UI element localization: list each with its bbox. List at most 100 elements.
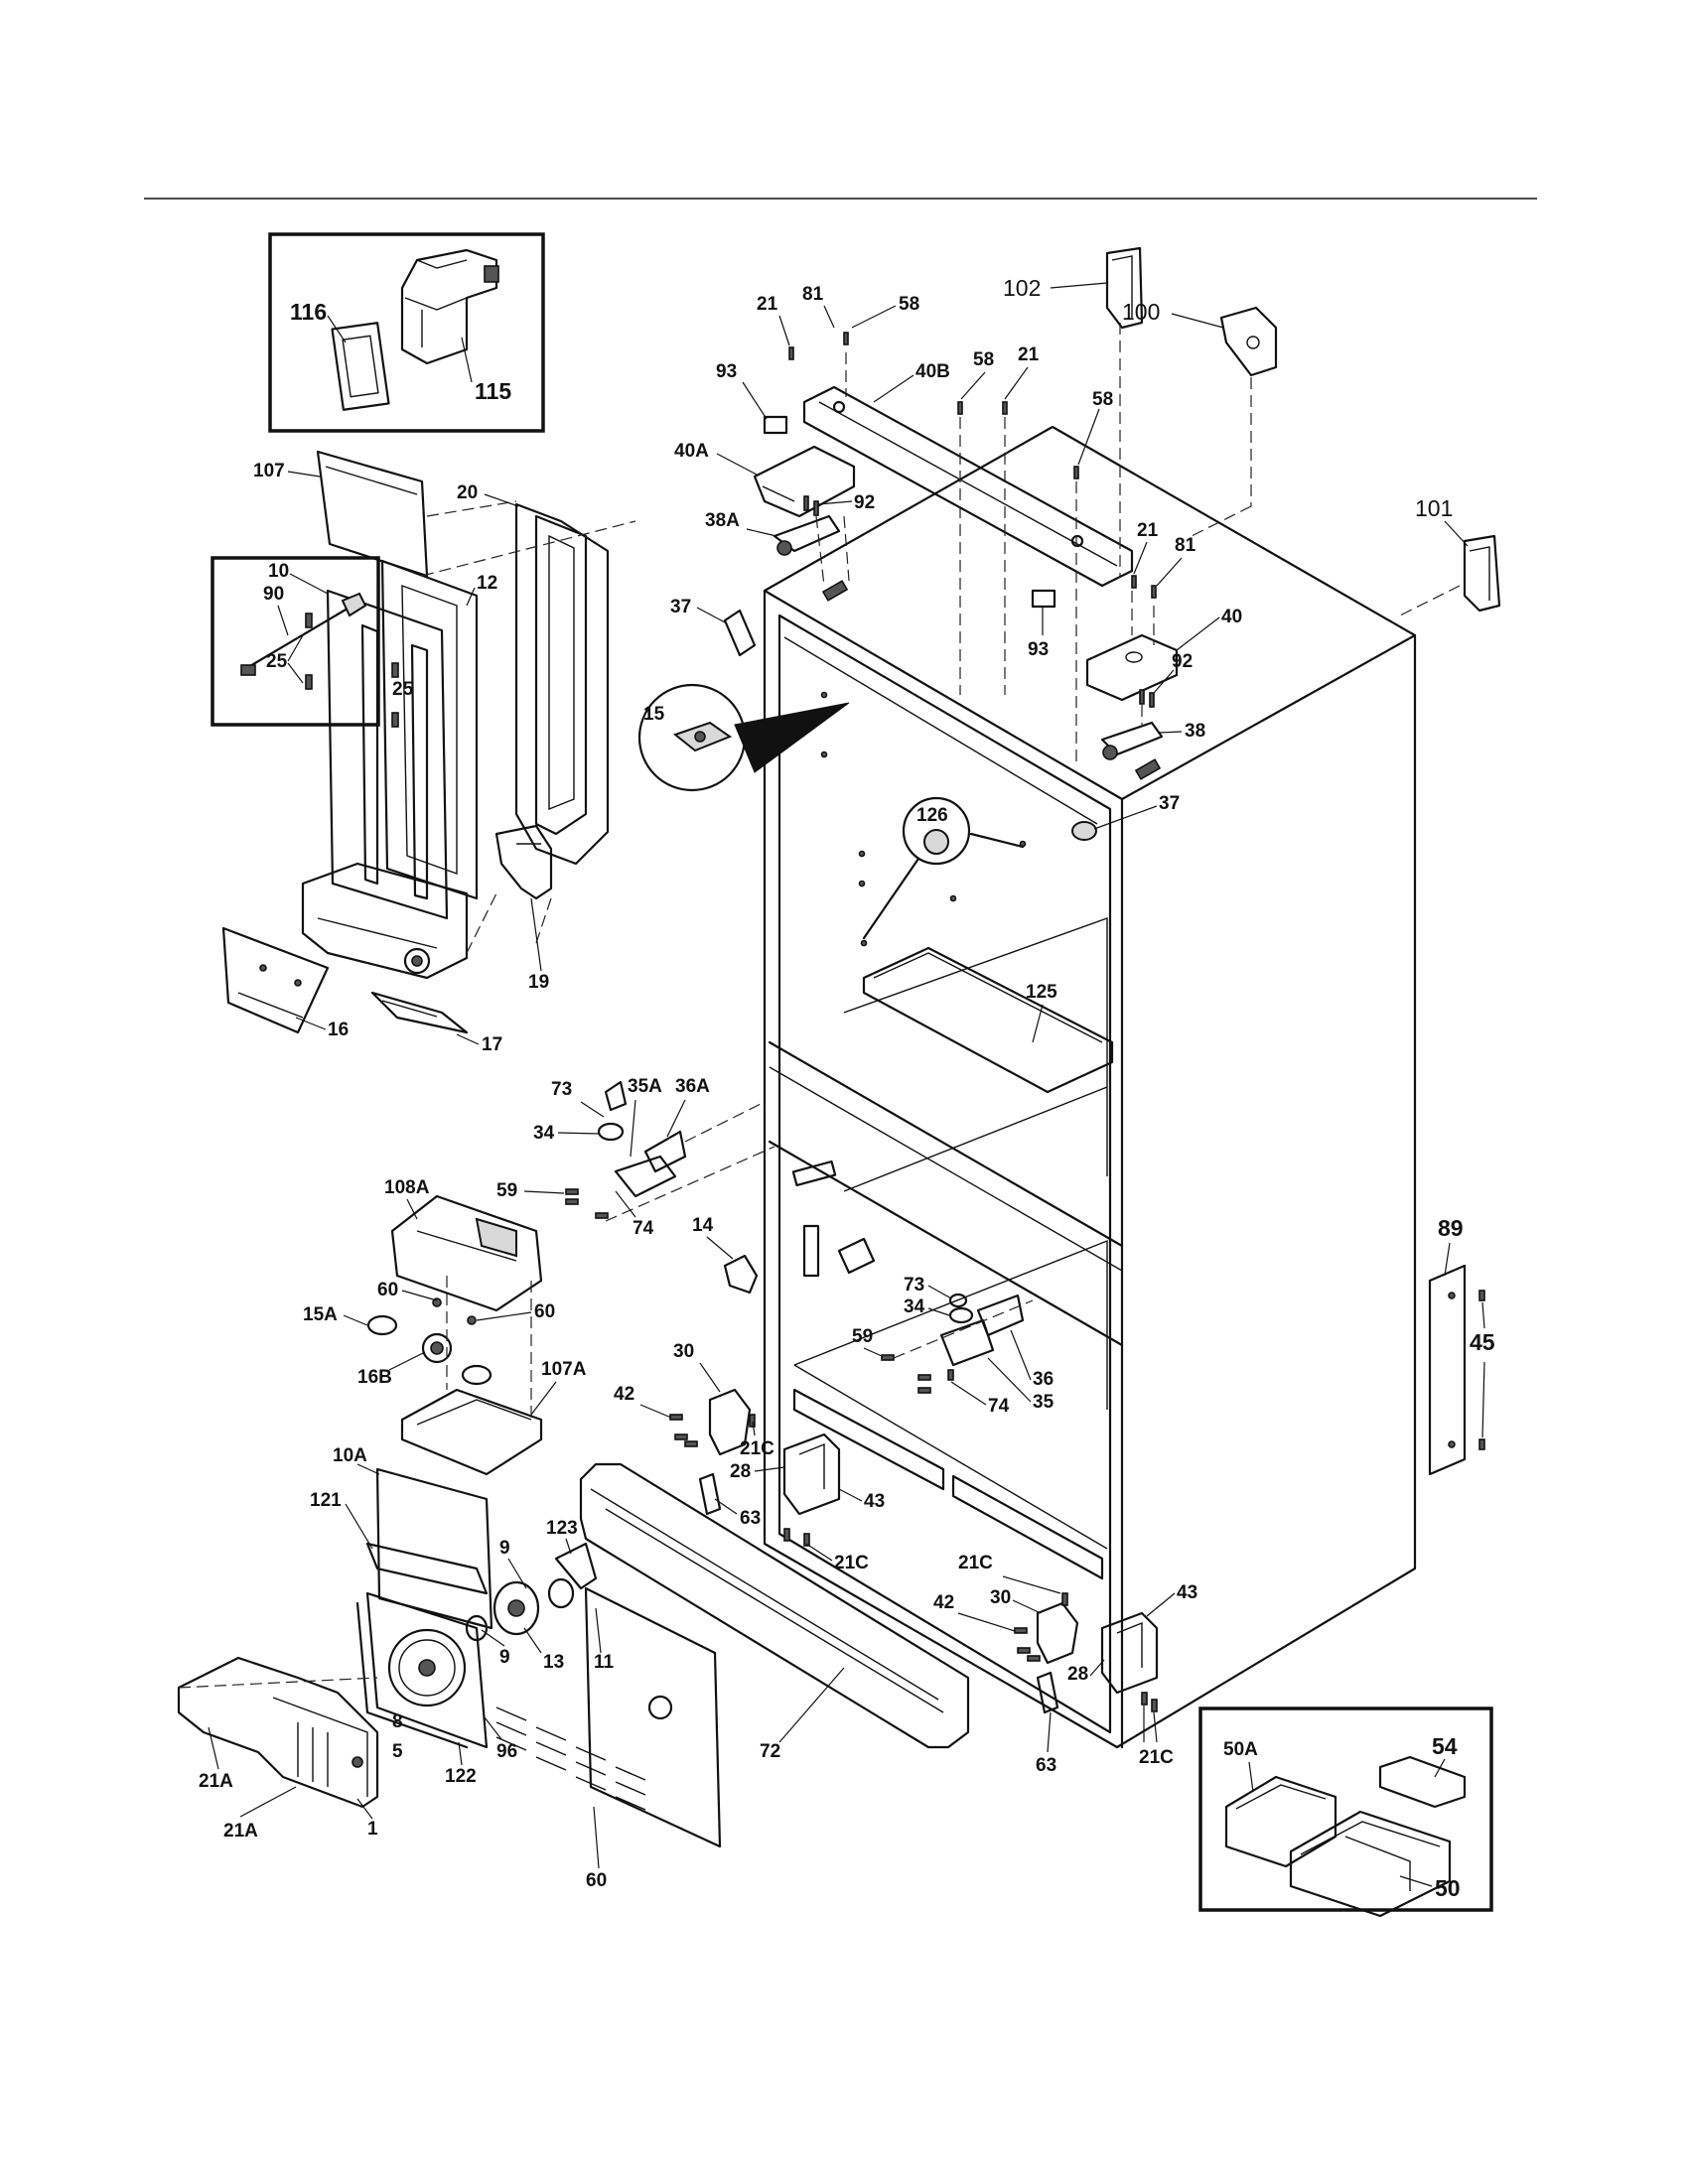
label-90: 90 <box>263 584 284 605</box>
label-25-right: 25 <box>392 679 414 700</box>
label-107A: 107A <box>541 1359 587 1380</box>
fan-assembly <box>177 1467 722 1848</box>
label-1: 1 <box>367 1819 378 1840</box>
label-60-c: 60 <box>586 1870 607 1891</box>
side-panel-89 <box>1428 1264 1485 1476</box>
label-21C-d: 21C <box>1139 1747 1174 1768</box>
callout-15 <box>637 683 850 792</box>
label-115: 115 <box>475 378 511 404</box>
label-37-a: 37 <box>670 597 691 617</box>
label-63-a: 63 <box>740 1508 761 1529</box>
label-89: 89 <box>1438 1215 1464 1241</box>
label-8: 8 <box>392 1711 403 1732</box>
label-21C-a: 21C <box>740 1438 774 1459</box>
label-96: 96 <box>496 1741 517 1762</box>
label-93-a: 93 <box>716 361 737 382</box>
label-100: 100 <box>1122 299 1160 325</box>
label-42-b: 42 <box>933 1592 954 1613</box>
label-116: 116 <box>290 299 327 325</box>
label-5: 5 <box>392 1741 403 1762</box>
top-hinge-parts <box>723 323 1461 764</box>
label-72: 72 <box>760 1741 780 1762</box>
label-81-b: 81 <box>1175 535 1196 556</box>
label-36A: 36A <box>675 1076 710 1097</box>
side-brackets <box>1105 246 1501 613</box>
label-21-a: 21 <box>757 294 778 315</box>
kick-plate <box>579 1462 970 1749</box>
label-36: 36 <box>1033 1369 1054 1390</box>
label-38A: 38A <box>705 510 740 531</box>
label-59-a: 59 <box>496 1180 517 1201</box>
label-107: 107 <box>253 461 285 481</box>
label-10A: 10A <box>333 1445 367 1466</box>
label-30-a: 30 <box>673 1341 694 1362</box>
label-101: 101 <box>1415 495 1453 521</box>
label-63-b: 63 <box>1036 1755 1056 1776</box>
label-43-a: 43 <box>864 1491 885 1512</box>
label-93-b: 93 <box>1028 639 1049 660</box>
label-58-a: 58 <box>899 294 919 315</box>
inset-box-116-115 <box>268 232 545 433</box>
label-74-a: 74 <box>633 1218 654 1239</box>
label-16B: 16B <box>357 1367 392 1388</box>
label-123: 123 <box>546 1518 578 1539</box>
light-housing-assembly <box>366 1194 543 1476</box>
label-19: 19 <box>528 972 549 993</box>
label-21-b: 21 <box>1018 344 1040 365</box>
label-16: 16 <box>328 1020 349 1040</box>
label-9-b: 9 <box>499 1647 510 1668</box>
label-73-a: 73 <box>551 1079 572 1100</box>
lower-hinge-left <box>669 1388 841 1547</box>
label-20: 20 <box>457 482 478 503</box>
label-35A: 35A <box>628 1076 662 1097</box>
label-15: 15 <box>643 704 665 725</box>
label-14: 14 <box>692 1215 714 1236</box>
label-21A-a: 21A <box>199 1771 233 1792</box>
label-58-b: 58 <box>973 349 994 370</box>
label-34-a: 34 <box>533 1123 555 1144</box>
label-38: 38 <box>1185 721 1205 742</box>
cabinet <box>763 425 1417 1749</box>
label-9-a: 9 <box>499 1538 510 1559</box>
inset-box-90 <box>211 556 380 727</box>
label-92-b: 92 <box>1172 651 1193 672</box>
center-hinge-left <box>565 1080 775 1295</box>
label-21C-b: 21C <box>834 1553 869 1573</box>
label-37-b: 37 <box>1159 793 1180 814</box>
label-34-b: 34 <box>904 1297 925 1317</box>
label-92-a: 92 <box>854 492 875 513</box>
label-125: 125 <box>1026 982 1057 1003</box>
label-73-b: 73 <box>904 1275 924 1296</box>
lower-hinge-right <box>1014 1592 1159 1714</box>
label-122: 122 <box>445 1766 477 1787</box>
label-42-a: 42 <box>614 1384 634 1405</box>
chute-assembly <box>221 450 636 1034</box>
label-12: 12 <box>477 573 497 594</box>
label-28-a: 28 <box>730 1461 751 1482</box>
label-17: 17 <box>482 1034 502 1055</box>
label-58-c: 58 <box>1092 389 1113 410</box>
label-40B: 40B <box>915 361 950 382</box>
label-21C-c: 21C <box>958 1553 993 1573</box>
inset-box-50 <box>1198 1706 1493 1918</box>
label-35: 35 <box>1033 1392 1055 1413</box>
label-50A: 50A <box>1223 1739 1258 1760</box>
label-121: 121 <box>310 1490 342 1511</box>
label-102: 102 <box>1003 275 1041 301</box>
label-11: 11 <box>594 1652 615 1673</box>
label-60-b: 60 <box>534 1301 555 1322</box>
label-13: 13 <box>543 1652 564 1673</box>
label-81-a: 81 <box>802 284 824 305</box>
label-40A: 40A <box>674 441 709 462</box>
label-50: 50 <box>1435 1875 1461 1901</box>
label-60-a: 60 <box>377 1280 398 1300</box>
label-59-b: 59 <box>852 1326 873 1347</box>
label-43-b: 43 <box>1177 1582 1197 1603</box>
callout-126 <box>862 796 1025 940</box>
label-25-left: 25 <box>266 651 288 672</box>
label-74-b: 74 <box>988 1396 1010 1417</box>
label-45: 45 <box>1470 1329 1495 1355</box>
label-30-b: 30 <box>990 1587 1011 1608</box>
center-hinge-right <box>881 1293 1034 1394</box>
